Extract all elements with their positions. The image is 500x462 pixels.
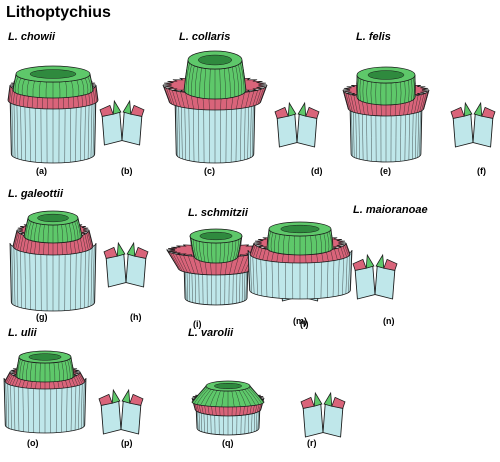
species-panel: L. felis (e) (f) — [342, 31, 496, 176]
figure-title: Lithoptychius — [6, 4, 111, 21]
panel-label: (m) — [293, 316, 307, 326]
species-name: L. varolii — [188, 327, 234, 339]
coccolith-side-view — [247, 221, 353, 300]
species-panel: L. maioranoae (m) (n) — [247, 204, 428, 326]
species-name: L. ulii — [8, 327, 38, 339]
species-panel: L. galeottii (g) (h) — [8, 188, 149, 322]
species-name: L. maioranoae — [353, 204, 428, 216]
base-shield — [349, 105, 423, 163]
panel-label: (o) — [27, 438, 39, 448]
coccolith-section-view — [274, 101, 320, 148]
coccolith-side-view — [191, 380, 265, 436]
coccolith-section-view — [99, 99, 145, 146]
coccolith-section-view — [300, 391, 346, 438]
species-name: L. galeottii — [8, 188, 64, 200]
panel-label: (r) — [307, 438, 317, 448]
species-name: L. felis — [356, 31, 391, 43]
base-shield — [3, 377, 87, 434]
coccolith-side-view — [3, 350, 87, 434]
panel-label: (e) — [380, 166, 391, 176]
panel-label: (h) — [130, 312, 142, 322]
cycle-crown — [266, 221, 334, 256]
coccolith-side-view — [166, 228, 266, 306]
cycle-crown — [189, 228, 243, 264]
species-panel: L. varolii (q) (r) — [188, 327, 346, 448]
coccolith-side-view — [342, 66, 430, 163]
coccolith-section-view — [352, 253, 398, 300]
cycle-crown — [183, 50, 247, 100]
species-name: L. schmitzii — [188, 207, 249, 219]
species-panel: L. chowii (a) (b) — [7, 31, 145, 176]
cycle-crown — [15, 350, 75, 383]
species-panel: L. ulii (o) (p) — [3, 327, 144, 448]
cycle-crown — [191, 380, 265, 408]
panel-label: (g) — [36, 312, 48, 322]
panel-label: (n) — [383, 316, 395, 326]
cycle-crown — [356, 66, 416, 106]
panel-label: (a) — [36, 166, 47, 176]
coccolith-section-view — [450, 101, 496, 148]
coccolith-side-view — [162, 50, 268, 164]
species-panel: L. collaris (c) (d) — [162, 31, 323, 176]
coccolith-side-view — [7, 65, 99, 164]
panel-label: (q) — [222, 438, 234, 448]
panel-label: (c) — [204, 166, 215, 176]
species-name: L. chowii — [8, 31, 56, 43]
species-panels: L. chowii (a) (b) L. collaris (c) (d) L. felis… — [3, 31, 496, 448]
panel-label: (i) — [193, 319, 202, 329]
coccolith-section-view — [103, 241, 149, 288]
coccolith-side-view — [9, 210, 97, 312]
panel-label: (l) — [300, 319, 309, 329]
base-shield — [9, 242, 97, 312]
panel-label: (f) — [477, 166, 486, 176]
cycle-crown — [23, 210, 83, 244]
panel-label: (d) — [311, 166, 323, 176]
cycle-crown — [12, 65, 94, 99]
coccolith-section-view — [98, 388, 144, 435]
panel-label: (p) — [121, 438, 133, 448]
species-name: L. collaris — [179, 31, 230, 43]
panel-label: (b) — [121, 166, 133, 176]
